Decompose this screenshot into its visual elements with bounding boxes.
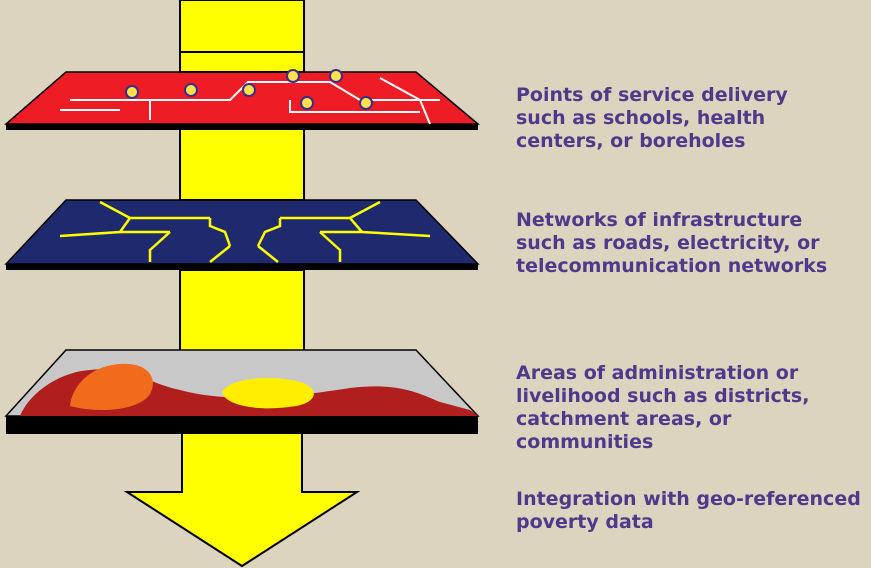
integration-label: Integration with geo-referenced poverty … [516, 488, 861, 533]
service-point-marker [359, 96, 373, 110]
service-point-marker [184, 83, 198, 97]
service-point-markers [125, 69, 373, 110]
admin-areas-layer [4, 349, 480, 434]
infrastructure-layer [4, 199, 480, 270]
service-points-label: Points of service delivery such as schoo… [516, 84, 788, 152]
integration-arrow [123, 431, 361, 568]
arrow-shaft-upper [179, 127, 305, 201]
infrastructure-label: Networks of infrastructure such as roads… [516, 209, 828, 277]
admin-areas-label: Areas of administration or livelihood su… [516, 362, 810, 453]
service-point-marker [286, 69, 300, 83]
service-point-marker [329, 69, 343, 83]
service-point-marker [125, 85, 139, 99]
service-point-marker [242, 83, 256, 97]
service-points-layer [3, 51, 481, 130]
service-point-marker [300, 96, 314, 110]
